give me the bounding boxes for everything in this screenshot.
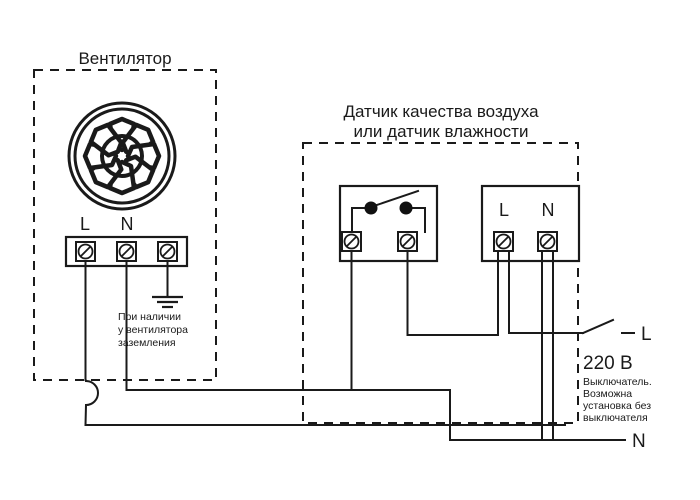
fan-terminal-label-n: N <box>121 214 134 234</box>
sensor-section-title-line2: или датчик влажности <box>354 122 529 141</box>
wire-fan-line <box>84 260 566 426</box>
fan-terminal-screw-ground <box>157 241 178 262</box>
fan-ground-note-line2: у вентилятора <box>118 324 188 336</box>
sensor-terminal-screw-2 <box>397 231 418 252</box>
wire-sensor-terminal2 <box>406 250 499 336</box>
sensor-section-boundary <box>302 142 579 424</box>
fan-ground-note-line3: заземления <box>118 337 176 349</box>
supply-voltage-label: 220 В <box>583 353 633 374</box>
sensor-terminal-screw-1 <box>341 231 362 252</box>
supply-terminal-label-n: N <box>542 200 555 220</box>
fan-terminal-screw-n <box>116 241 137 262</box>
supply-switch-note-line4: выключателя <box>583 412 648 424</box>
supply-neutral-label: N <box>632 431 646 452</box>
wire-supply-l-branch <box>508 250 566 334</box>
sensor-section-title-line1: Датчик качества воздуха <box>343 102 539 121</box>
fan-impeller-icon <box>67 101 177 211</box>
supply-switch-note-line2: Возможна <box>583 388 632 400</box>
fan-section-title: Вентилятор <box>78 49 171 68</box>
wire-neutral-rail <box>449 389 626 441</box>
supply-terminal-screw-n <box>537 231 558 252</box>
supply-switch-note-line1: Выключатель. <box>583 376 652 388</box>
sensor-internal-contact <box>351 189 426 233</box>
fan-terminal-screw-l <box>75 241 96 262</box>
supply-terminal-label-l: L <box>499 200 509 220</box>
sensor-switch-box <box>338 184 439 263</box>
wire-fan-neutral <box>125 260 451 391</box>
supply-switch-note-line3: установка без <box>583 400 651 412</box>
supply-switch-symbol <box>564 318 635 335</box>
fan-ground-note-line1: При наличии <box>118 311 181 323</box>
supply-line-label: L <box>641 324 652 345</box>
ground-symbol-icon <box>152 260 183 309</box>
supply-terminal-screw-l <box>493 231 514 252</box>
fan-section-boundary <box>33 69 217 381</box>
fan-terminal-label-l: L <box>80 214 90 234</box>
